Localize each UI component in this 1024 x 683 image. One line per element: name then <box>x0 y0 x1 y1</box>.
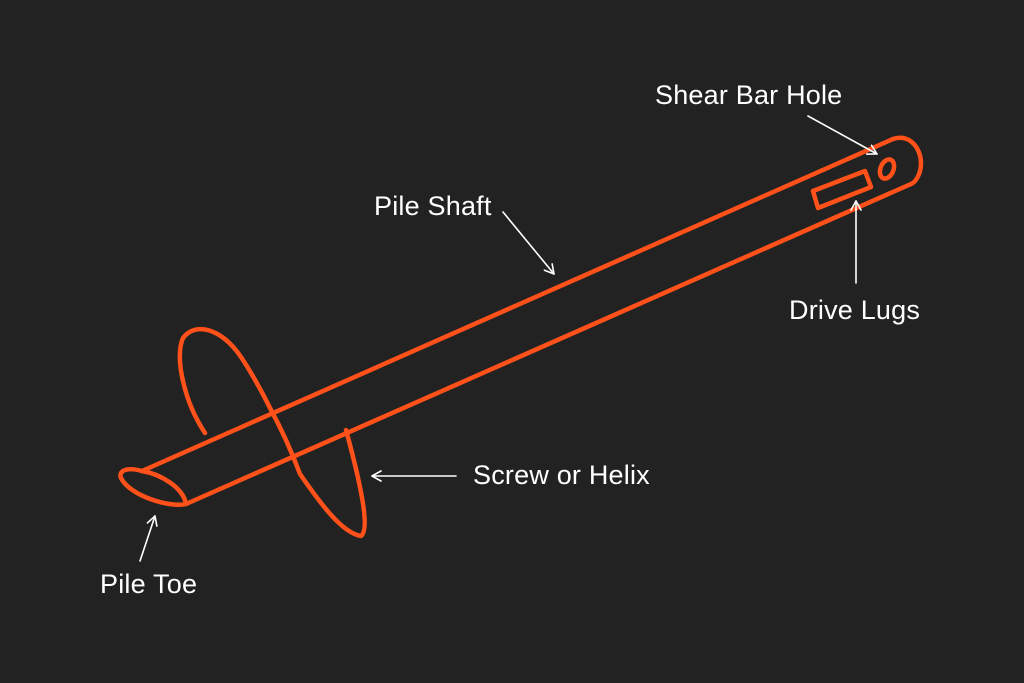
helix-upper-lobe <box>177 327 273 436</box>
screw-or-helix-label: Screw or Helix <box>473 460 650 490</box>
screw-pile <box>118 135 924 539</box>
pile-toe-end <box>118 467 189 508</box>
pile-head-end <box>890 135 924 187</box>
drive-lug-shape <box>810 168 874 211</box>
shear-bar-hole-arrow <box>807 115 878 155</box>
pile-shaft-top-edge <box>139 136 896 474</box>
pile-shaft-arrow <box>502 211 555 275</box>
callout-arrows <box>139 115 878 562</box>
shear-bar-hole-label: Shear Bar Hole <box>655 80 843 110</box>
pile-toe-label: Pile Toe <box>100 569 198 599</box>
pile-shaft-bottom-edge <box>183 181 914 507</box>
pile-shaft-label: Pile Shaft <box>374 191 492 221</box>
pile-toe-arrow <box>139 515 158 562</box>
drive-lugs-label: Drive Lugs <box>789 295 921 325</box>
shear-bar-hole-shape <box>877 157 897 181</box>
helix-lower-lobe <box>267 405 367 539</box>
